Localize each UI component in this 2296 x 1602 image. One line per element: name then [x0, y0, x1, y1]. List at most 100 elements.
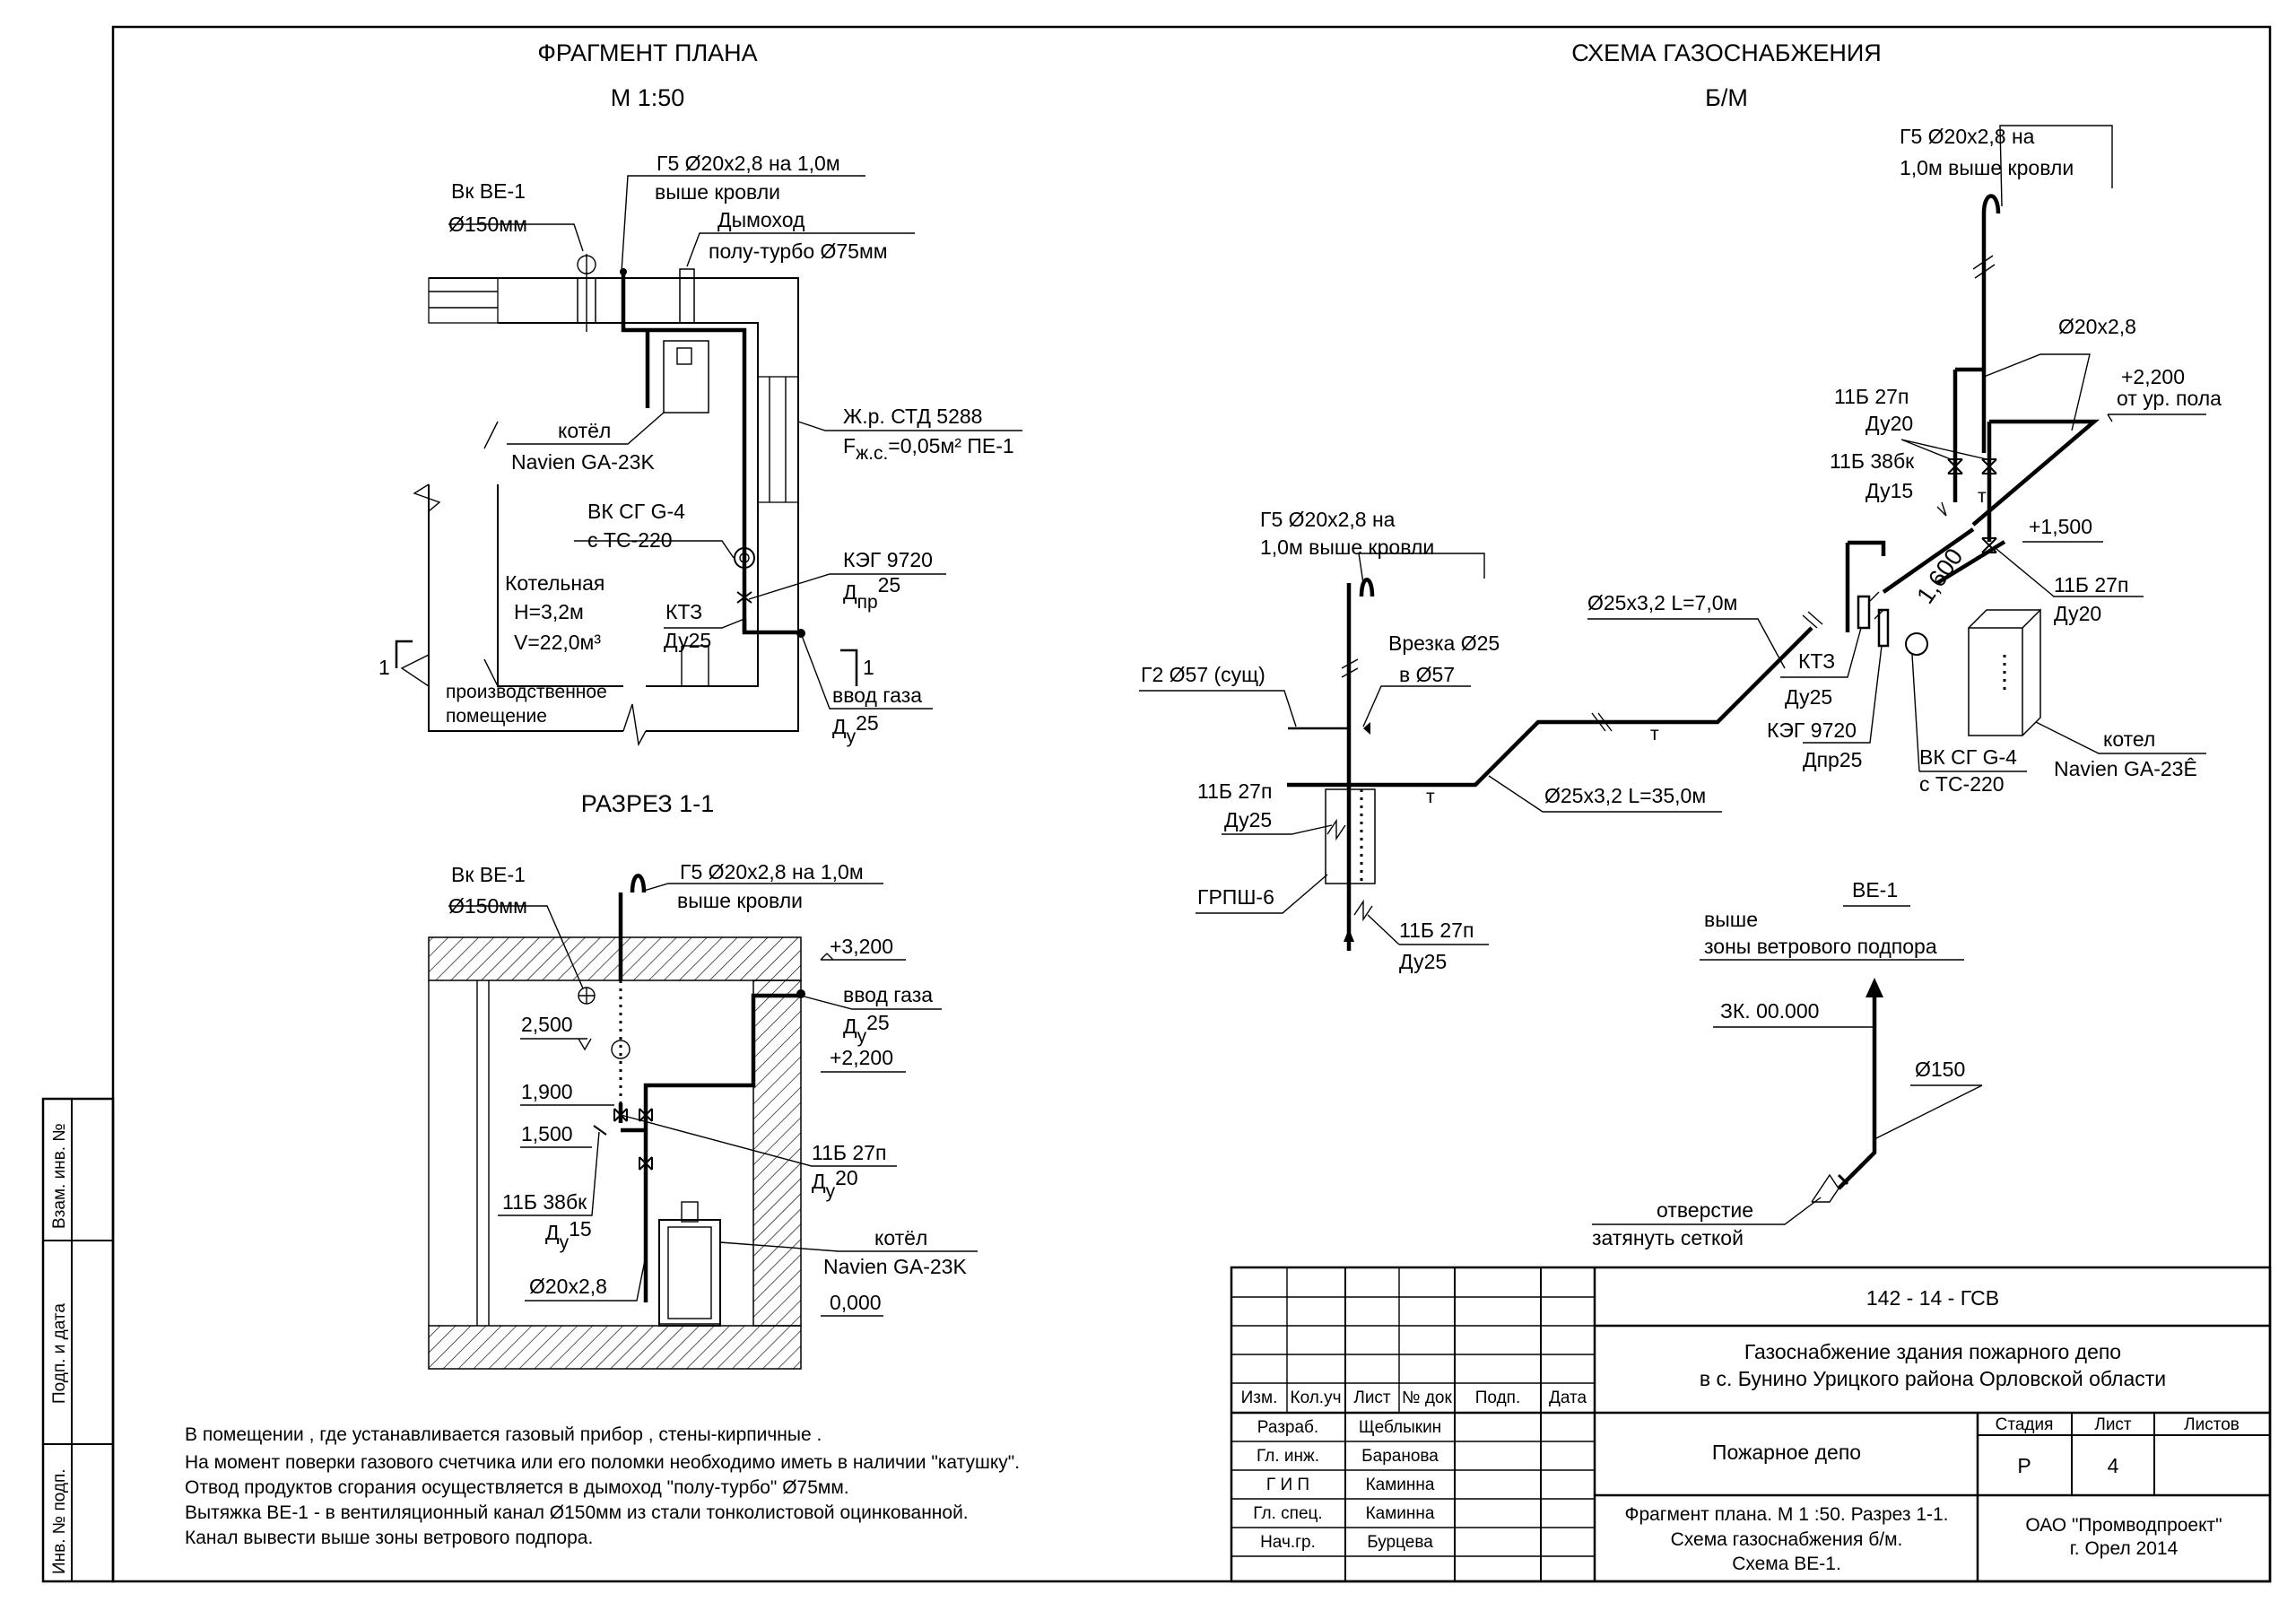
- elev-top: +3,200: [830, 935, 893, 958]
- scheme-t-mark-2: т: [1650, 724, 1659, 744]
- plan-inlet-val: 25: [856, 711, 879, 735]
- section-valve-line1: 11Б 27п: [812, 1141, 886, 1164]
- section-pipe-label: Ø20х2,8: [529, 1275, 607, 1298]
- sheet-frame: [111, 25, 2272, 1583]
- tb-name-4: Бурцева: [1367, 1533, 1433, 1552]
- svg-text:Ду25: Ду25: [832, 711, 879, 747]
- tb-name-2: Каминна: [1366, 1476, 1435, 1494]
- scheme-boiler: [1968, 608, 2041, 736]
- tb-sheets-h: Листов: [2184, 1415, 2239, 1434]
- plan-window-line1: Ж.р. СТД 5288: [843, 405, 982, 428]
- scheme-keg-line1: КЭГ 9720: [1767, 718, 1857, 742]
- plan-gas-meter: [734, 547, 755, 569]
- scheme-valve27-line2: Ду20: [1866, 412, 1913, 435]
- ve1-top-line1: выше: [1704, 908, 1758, 931]
- plan-meter-line1: ВК СГ G-4: [587, 500, 685, 523]
- plan-chimney-line2: полу-турбо Ø75мм: [709, 239, 888, 263]
- elev-1500: 1,500: [521, 1122, 573, 1145]
- section-valve2-line1: 11Б 38бк: [502, 1190, 587, 1214]
- stamp-podp: Подп. и дата: [50, 1303, 69, 1404]
- scheme-elev-2200-line2: от ур. пола: [2117, 387, 2222, 410]
- ve1-diam: Ø150: [1915, 1058, 1965, 1081]
- scheme-valve-bottom-line1: 11Б 27п: [1399, 919, 1474, 942]
- tb-role-3: Гл. спец.: [1253, 1504, 1322, 1523]
- scheme-meter: [1905, 632, 1928, 656]
- side-stamp: Взам. инв. № Подп. и дата Инв. № подп.: [41, 1097, 115, 1583]
- plan-window-f: F: [843, 434, 856, 457]
- section-boiler-line2: Navien GA-23K: [823, 1255, 967, 1278]
- scheme-main-pipe: [1287, 626, 1813, 788]
- svg-text:Дпр25: Дпр25: [843, 573, 900, 613]
- plan-window: [757, 376, 799, 503]
- scheme-boiler-line2: Navien GA-23Ê: [2054, 757, 2197, 780]
- section-valve-sub: у: [826, 1181, 836, 1202]
- plan-window-rest: =0,05м² ПЕ-1: [888, 434, 1013, 457]
- ve1-elev: ЗК. 00.000: [1720, 999, 1819, 1023]
- notes: В помещении , где устанавливается газовы…: [185, 1424, 1020, 1548]
- svg-text:Ду15: Ду15: [545, 1217, 592, 1253]
- scheme-g5-top-line1: Г5 Ø20х2,8 на: [1900, 125, 2035, 148]
- section-valve2-d: Д: [545, 1221, 560, 1244]
- scheme-meter-line2: с ТС-220: [1919, 772, 2005, 796]
- ve1-title: ВЕ-1: [1852, 878, 1898, 901]
- scheme-ktz-line2: Ду25: [1785, 685, 1832, 709]
- plan-room-line3: V=22,0м³: [514, 631, 601, 654]
- section-inlet-d: Д: [843, 1014, 857, 1038]
- plan-keg-d: Д: [843, 580, 857, 604]
- tb-h-doc: № док: [1402, 1389, 1452, 1407]
- tb-h-list: Лист: [1353, 1389, 1391, 1407]
- section-boiler: [658, 1219, 721, 1327]
- scheme-valve27-line1: 11Б 27п: [1834, 385, 1909, 408]
- plan-door-break: [622, 703, 647, 747]
- scheme-valve-grp-line2: Ду25: [1224, 808, 1272, 831]
- scheme-title: СХЕМА ГАЗОСНАБЖЕНИЯ: [1571, 39, 1882, 66]
- tb-role-2: Г И П: [1266, 1476, 1309, 1494]
- scheme-pipe-25-35: Ø25х3,2 L=35,0м: [1544, 784, 1706, 807]
- svg-text:Ду20: Ду20: [812, 1166, 858, 1202]
- tb-sheet-title-1: Фрагмент плана. М 1 :50. Разрез 1-1.: [1624, 1504, 1948, 1525]
- tb-org-2: г. Орел 2014: [2070, 1538, 2179, 1559]
- section-wall: [752, 979, 802, 1327]
- plan-ktz-line1: КТЗ: [665, 600, 702, 623]
- section-vk-diam: Ø150мм: [448, 894, 527, 918]
- tb-sheet-h: Лист: [2094, 1415, 2132, 1434]
- section-inlet-val: 25: [866, 1011, 890, 1034]
- scheme-pipe-20: Ø20х2,8: [2058, 315, 2136, 338]
- tb-role-1: Гл. инж.: [1257, 1447, 1319, 1466]
- plan-adj-line2: помещение: [446, 706, 547, 727]
- scheme-g5-left-line2: 1,0м выше кровли: [1260, 535, 1434, 559]
- tb-h-podp: Подп.: [1475, 1389, 1520, 1407]
- ve1-hole-line2: затянуть сеткой: [1592, 1226, 1744, 1249]
- tb-sheet: 4: [2108, 1454, 2119, 1477]
- section-floor-slab: [428, 1325, 802, 1370]
- svg-text:Ду25: Ду25: [843, 1011, 890, 1047]
- scheme-valve38-line2: Ду15: [1866, 479, 1913, 502]
- plan-chimney: [679, 268, 695, 324]
- tb-h-date: Дата: [1549, 1389, 1587, 1407]
- scheme-ktz: [1857, 595, 1871, 630]
- section-1-1: РАЗРЕЗ 1-1 Вк ВЕ-1 Ø150мм Г5 Ø20х2,8 н: [428, 790, 978, 1370]
- scheme-valve27r-line1: 11Б 27п: [2054, 573, 2128, 596]
- section-g5-line1: Г5 Ø20х2,8 на 1,0м: [680, 860, 864, 884]
- scheme-pipe-25-7: Ø25х3,2 L=7,0м: [1587, 591, 1737, 614]
- stamp-inv: Инв. № подп.: [50, 1468, 69, 1574]
- plan-cut-right-label: 1: [863, 656, 874, 679]
- note-1: В помещении , где устанавливается газовы…: [185, 1424, 822, 1445]
- tb-name-3: Каминна: [1366, 1504, 1435, 1523]
- tb-role-4: Нач.гр.: [1260, 1533, 1316, 1552]
- section-valve2-sub: у: [560, 1232, 570, 1253]
- tb-stage-h: Стадия: [1996, 1415, 2054, 1434]
- plan-gas-pipe: [621, 272, 747, 632]
- plan-inlet-d: Д: [832, 715, 847, 738]
- note-3: Отвод продуктов сгорания осуществляется …: [185, 1477, 849, 1498]
- plan-scale: М 1:50: [611, 84, 685, 111]
- tb-org-1: ОАО "Промводпроект": [2025, 1515, 2222, 1536]
- tb-h-kol: Кол.уч: [1291, 1389, 1342, 1407]
- plan-boiler-line1: котёл: [558, 419, 611, 442]
- note-2: На момент поверки газового счетчика или …: [185, 1452, 1020, 1473]
- ve1-hole-line1: отверстие: [1657, 1198, 1753, 1222]
- scheme-valve-bottom-line2: Ду25: [1399, 950, 1447, 973]
- plan-vk-label: Вк ВЕ-1: [451, 179, 526, 203]
- tb-name-0: Щеблыкин: [1359, 1418, 1441, 1437]
- ve1-scheme: ВЕ-1 выше зоны ветрового подпора ЗК. 00.…: [1592, 878, 1983, 1249]
